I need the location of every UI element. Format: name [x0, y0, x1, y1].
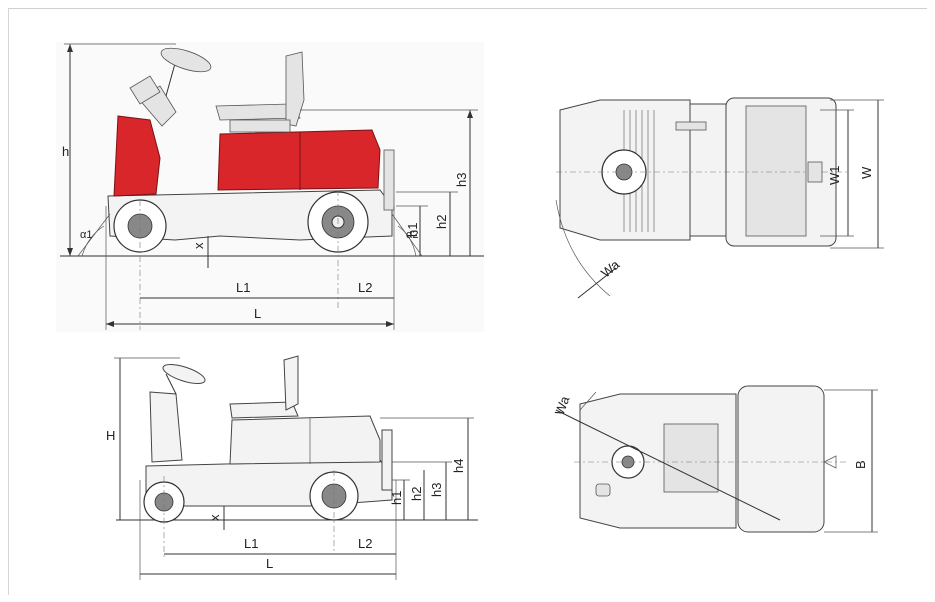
dim-L1-lower: L1 [244, 536, 258, 551]
dim-B: B [853, 460, 868, 469]
dim-h3: h3 [454, 173, 469, 187]
dim-h4: h4 [451, 459, 466, 473]
dim-Wa-bottom: Wa [552, 393, 573, 417]
top-view-lower: B Wa [552, 385, 878, 533]
dim-h2: h2 [434, 215, 449, 229]
dim-L-lower: L [266, 556, 273, 571]
dim-L: L [254, 306, 261, 321]
dim-L2-lower: L2 [358, 536, 372, 551]
top-view-upper: W1 W Wa [555, 97, 884, 299]
dim-Wa-top: Wa [598, 256, 623, 280]
dim-W1: W1 [827, 166, 842, 186]
figure-frame [8, 8, 927, 595]
angle-a2: α2 [406, 229, 418, 241]
dim-h3-lower: h3 [429, 483, 444, 497]
dim-H: H [106, 428, 115, 443]
dim-L2: L2 [358, 280, 372, 295]
dim-h: h [62, 144, 69, 159]
dim-L1: L1 [236, 280, 250, 295]
side-view-colored: h h3 h2 h1 x L1 L2 L α1 α2 [56, 42, 484, 332]
dim-x-lower: x [207, 514, 222, 521]
side-view-lower: H h4 h3 h2 h1 x L1 L2 L [106, 355, 478, 580]
dim-W: W [859, 166, 874, 179]
dim-x: x [191, 242, 206, 249]
dim-h1: h1 [405, 223, 420, 237]
angle-a1: α1 [80, 229, 92, 241]
dim-h2-lower: h2 [409, 487, 424, 501]
dim-h1-lower: h1 [389, 491, 404, 505]
